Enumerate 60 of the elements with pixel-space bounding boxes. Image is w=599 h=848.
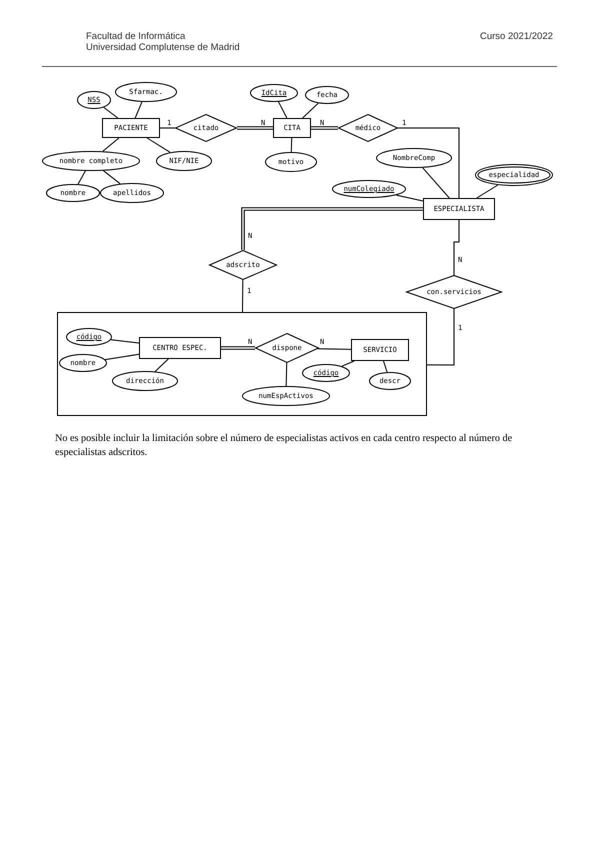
connector-line <box>154 358 169 372</box>
attribute-ellipse <box>242 386 330 406</box>
relationship-diamond <box>255 333 319 363</box>
relationship-diamond <box>406 275 502 309</box>
connector-line <box>102 138 120 152</box>
connector-line <box>426 308 454 366</box>
attribute-ellipse <box>332 180 406 198</box>
entity-box <box>273 118 311 138</box>
connector-line <box>102 170 121 184</box>
double-line <box>241 207 423 250</box>
connector-line <box>290 138 292 152</box>
double-line <box>221 346 255 350</box>
connector-line <box>286 362 288 386</box>
connector-line <box>383 360 388 373</box>
attribute-ellipse <box>66 328 112 346</box>
note-text: No es posible incluir la limitación sobre el número de especialistas activos en cada centro respecto al número de especialistas adscritos. <box>55 432 514 460</box>
aggregation-box <box>57 312 427 416</box>
connector-line <box>242 279 244 312</box>
attribute-ellipse <box>59 354 107 372</box>
connector-line <box>78 170 86 185</box>
attribute-ellipse <box>250 84 298 102</box>
attribute-ellipse <box>115 82 177 102</box>
entity-box <box>102 118 160 138</box>
relationship-diamond <box>209 250 277 280</box>
connector-line <box>317 348 352 350</box>
relationship-diamond <box>338 114 398 142</box>
attribute-ellipse <box>376 148 452 168</box>
entity-box <box>139 337 221 359</box>
connector-line <box>103 106 118 118</box>
attribute-ellipse <box>112 371 178 391</box>
attribute-ellipse <box>305 86 349 104</box>
attribute-ellipse <box>369 372 411 390</box>
connector-line <box>302 102 319 118</box>
relationship-diamond <box>175 114 237 142</box>
attribute-ellipse <box>46 184 100 202</box>
connector-line <box>341 360 355 367</box>
double-line <box>237 126 273 130</box>
attribute-ellipse <box>100 183 164 203</box>
connector-line <box>104 354 140 360</box>
multivalued-attribute-ellipse <box>475 164 553 186</box>
attribute-ellipse <box>302 364 350 382</box>
connector-line <box>422 167 450 198</box>
header-text: Facultad de Informática <box>86 31 186 42</box>
attribute-ellipse <box>42 151 140 171</box>
entity-box <box>351 339 409 361</box>
connector-line <box>278 101 288 118</box>
connector-line <box>110 339 140 344</box>
attribute-ellipse <box>156 151 212 171</box>
connector-line <box>134 101 142 118</box>
header-text: Curso 2021/2022 <box>480 31 553 42</box>
connector-line <box>398 128 460 198</box>
attribute-ellipse <box>265 152 317 172</box>
connector-line <box>146 138 171 153</box>
connector-line <box>454 220 460 276</box>
connector-line <box>396 194 424 202</box>
connector-line <box>476 184 498 198</box>
entity-box <box>423 198 495 220</box>
attribute-ellipse <box>77 91 111 109</box>
header-text: Universidad Complutense de Madrid <box>86 42 240 53</box>
double-line <box>311 126 338 130</box>
